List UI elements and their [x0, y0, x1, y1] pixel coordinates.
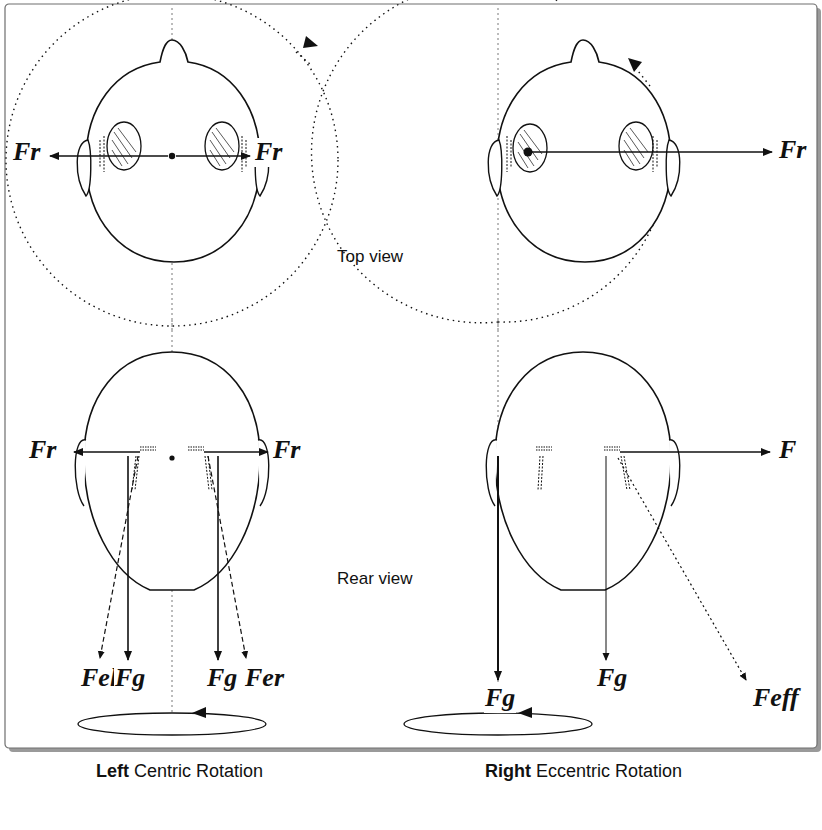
view-label: Top view — [337, 248, 403, 267]
force-label: Fer — [244, 664, 285, 693]
force-label: Fr — [254, 138, 283, 167]
force-label: Fr — [778, 136, 807, 165]
force-label: F — [778, 436, 797, 465]
force-label: Fg — [484, 684, 516, 713]
rear-view-centric — [74, 320, 269, 735]
force-label: Fr — [272, 436, 301, 465]
caption-label: Left — [96, 762, 129, 782]
force-label: Fg — [206, 664, 238, 693]
caption-label: Right — [485, 762, 531, 782]
force-label: Feff — [752, 684, 800, 713]
force-label: Fg — [114, 664, 146, 693]
caption-label: Centric Rotation — [134, 762, 263, 782]
rear-view-eccentric — [404, 320, 770, 735]
force-label: Fg — [596, 664, 628, 693]
force-label: Fr — [12, 138, 41, 167]
top-view-eccentric — [312, 0, 772, 330]
force-label: Fr — [28, 436, 57, 465]
frame — [5, 4, 817, 748]
top-view-centric — [6, 0, 338, 330]
force-label: Fel — [80, 664, 118, 693]
view-label: Rear view — [337, 570, 413, 589]
caption-label: Eccentric Rotation — [536, 762, 682, 782]
